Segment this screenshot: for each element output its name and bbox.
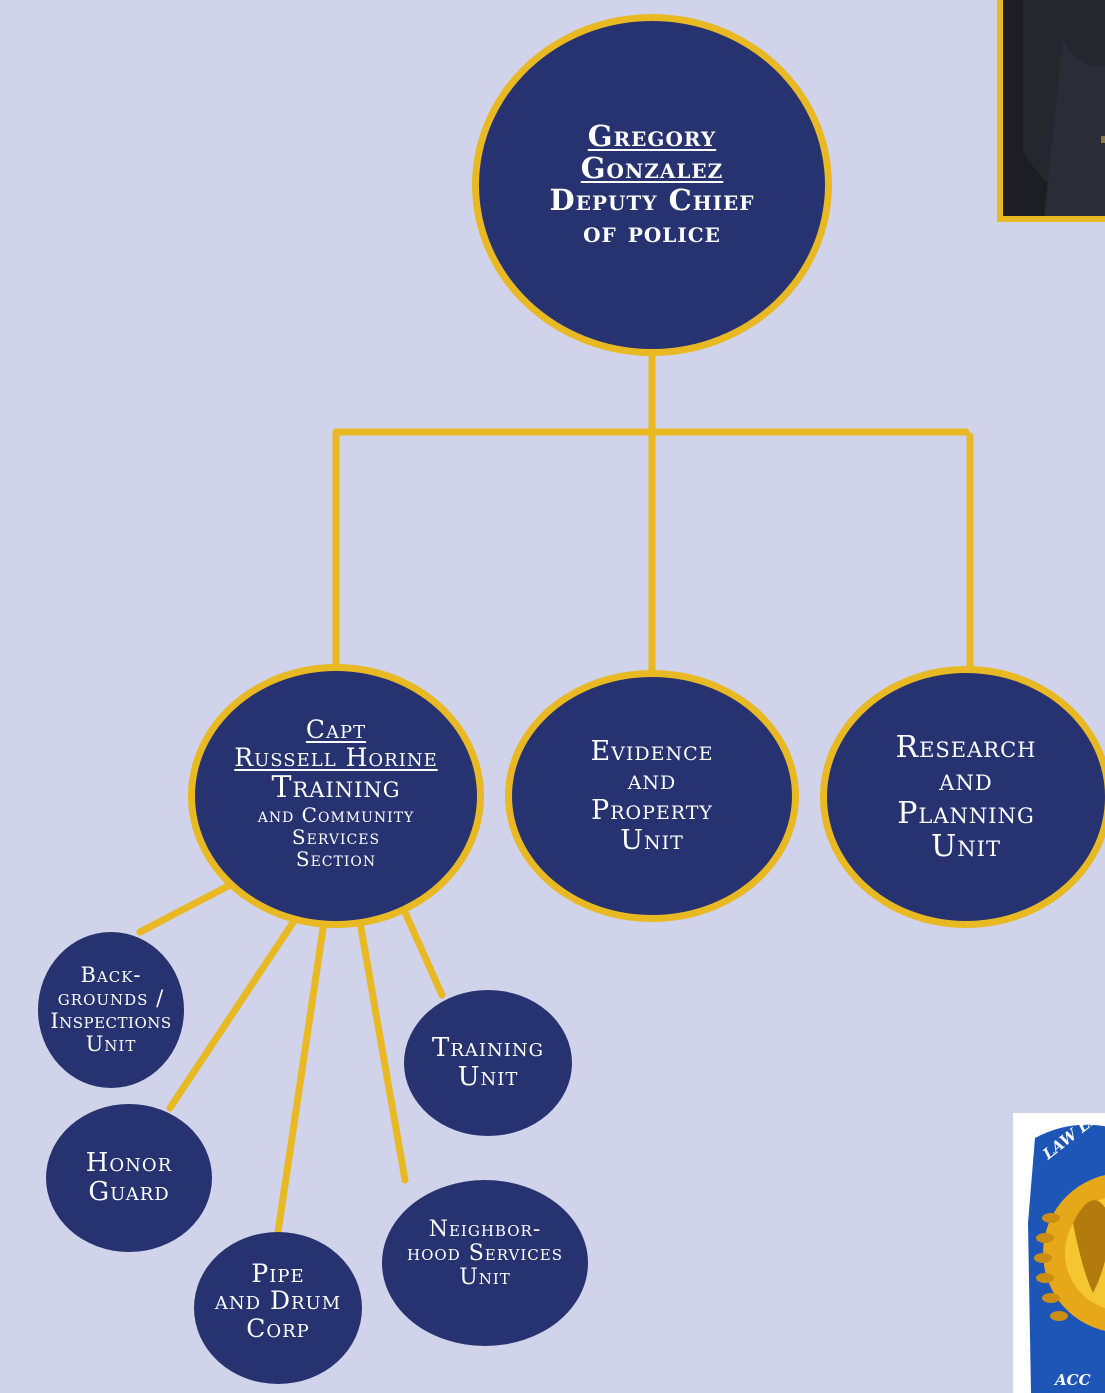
section-name-line1: Capt (305, 715, 367, 744)
research-line4: Unit (931, 829, 1001, 864)
honor-guard-line1: Honor (85, 1148, 173, 1179)
chief-name-line2: Gonzalez (580, 151, 724, 186)
section-sub-line2: Services (291, 825, 381, 849)
neighborhood-services-unit-node: Neighbor- hood Services Unit (382, 1180, 588, 1346)
backgrounds-line1: Back- (80, 962, 142, 987)
backgrounds-line3: Inspections (50, 1009, 172, 1033)
chief-title-line1: Deputy Chief (549, 183, 755, 217)
training-unit-node: Training Unit (404, 990, 572, 1136)
accreditation-badge: LAW EN ACC (1013, 1113, 1105, 1393)
neighborhood-line1: Neighbor- (428, 1216, 542, 1242)
section-sub-line3: Section (295, 847, 377, 871)
uniform-photo-image (1003, 0, 1105, 216)
evidence-line4: Unit (620, 824, 684, 856)
deputy-chief-node: Gregory Gonzalez Deputy Chief of police (472, 14, 832, 356)
research-line1: Research (895, 730, 1037, 765)
neighborhood-line2: hood Services (407, 1240, 563, 1266)
deputy-chief-photo (997, 0, 1105, 222)
pipe-drum-line3: Corp (246, 1313, 310, 1343)
section-name-line2: Russell Horine (234, 742, 438, 772)
evidence-property-unit-node: Evidence and Property Unit (505, 670, 799, 922)
section-title: Training (271, 770, 401, 805)
evidence-line2: and (627, 765, 677, 797)
research-line3: Planning (897, 796, 1035, 831)
research-planning-unit-node: Research and Planning Unit (820, 666, 1105, 928)
honor-guard-line2: Guard (88, 1177, 170, 1207)
evidence-line1: Evidence (590, 735, 714, 767)
connector-to-training-unit (400, 906, 446, 999)
training-section-node: Capt Russell Horine Training and Communi… (188, 664, 484, 928)
research-line2: and (939, 763, 993, 798)
chief-name-line1: Gregory (587, 119, 717, 154)
connector-to-backgrounds (136, 880, 236, 936)
connector-to-honor-guard (166, 914, 300, 1112)
training-unit-line2: Unit (457, 1062, 519, 1092)
training-unit-line1: Training (432, 1033, 544, 1064)
connector-to-neighborhood (356, 918, 409, 1184)
pipe-drum-line2: and Drum (214, 1286, 342, 1316)
honor-guard-node: Honor Guard (46, 1104, 212, 1252)
backgrounds-line4: Unit (85, 1032, 137, 1057)
pipe-drum-line1: Pipe (251, 1258, 305, 1288)
section-sub-line1: and Community (257, 803, 415, 827)
chief-title-line2: of police (583, 214, 721, 249)
badge-bottom-text: ACC (1053, 1371, 1091, 1389)
accreditation-seal-icon: LAW EN ACC (1028, 1113, 1105, 1393)
backgrounds-line2: grounds / (57, 985, 165, 1010)
neighborhood-line3: Unit (459, 1265, 511, 1291)
connector-to-pipe-drum (274, 918, 328, 1236)
evidence-line3: Property (591, 795, 713, 826)
backgrounds-inspections-unit-node: Back- grounds / Inspections Unit (38, 932, 184, 1088)
pipe-drum-corp-node: Pipe and Drum Corp (194, 1232, 362, 1384)
